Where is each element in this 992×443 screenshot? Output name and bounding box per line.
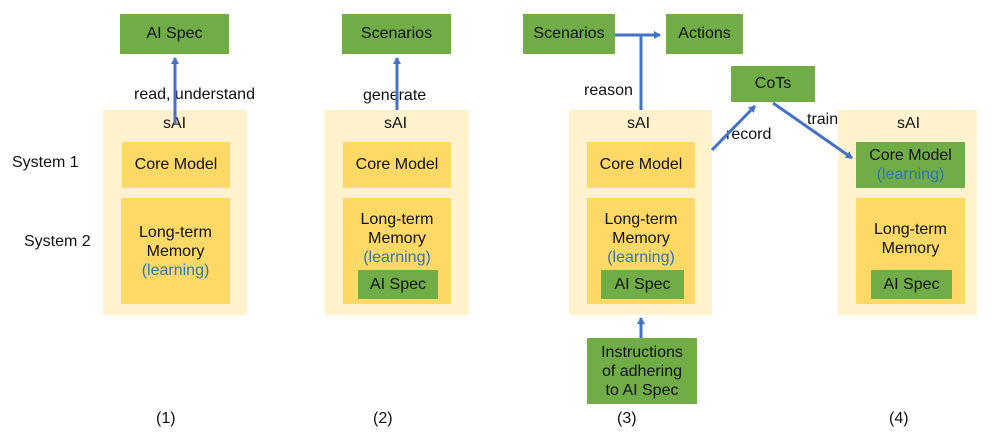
scenarios-label: Scenarios xyxy=(360,25,433,42)
ai-spec-box-4: AI Spec xyxy=(871,270,952,299)
actions-box: Actions xyxy=(666,14,743,54)
caption-2: (2) xyxy=(373,410,393,427)
ai-spec-box-3: AI Spec xyxy=(601,270,684,299)
ai-spec-label: AI Spec xyxy=(614,275,671,293)
instructions-line-2: of adhering xyxy=(601,362,683,380)
cots-label: CoTs xyxy=(754,75,792,92)
train-label: train xyxy=(807,111,839,128)
sai-title-1: sAI xyxy=(163,115,187,132)
system1-label: System 1 xyxy=(12,154,79,171)
long-term-label: Long-term xyxy=(874,221,947,238)
reason-label: reason xyxy=(584,82,633,99)
scenarios-box-2: Scenarios xyxy=(342,14,451,54)
core-model-label: Core Model xyxy=(599,156,683,173)
core-model-1: Core Model xyxy=(122,142,230,188)
ai-spec-box-1: AI Spec xyxy=(120,14,229,54)
core-model-2: Core Model xyxy=(343,142,451,188)
sai-title-4: sAI xyxy=(897,115,921,132)
system2-label: System 2 xyxy=(24,233,91,250)
core-model-label: Core Model xyxy=(355,156,439,173)
arrow-reason xyxy=(639,31,661,110)
read-understand-label: read, understand xyxy=(134,86,255,103)
instructions-line-1: Instructions xyxy=(601,343,683,361)
learning-label: (learning) xyxy=(607,249,675,266)
long-term-label: Long-term xyxy=(360,211,434,228)
caption-3: (3) xyxy=(617,410,637,427)
learning-label: (learning) xyxy=(876,166,945,183)
actions-label: Actions xyxy=(678,25,731,42)
core-model-3: Core Model xyxy=(587,142,695,188)
sai-title-3: sAI xyxy=(627,115,651,132)
long-term-label: Long-term xyxy=(604,211,678,228)
scenarios-label: Scenarios xyxy=(533,25,605,42)
core-model-label: Core Model xyxy=(134,156,218,173)
scenarios-box-3: Scenarios xyxy=(523,14,615,54)
generate-label: generate xyxy=(363,87,427,104)
caption-4: (4) xyxy=(889,410,909,427)
ai-spec-label: AI Spec xyxy=(883,275,940,293)
cots-box: CoTs xyxy=(731,66,815,102)
arrow-record xyxy=(710,104,757,152)
instructions-box: Instructions of adhering to AI Spec xyxy=(587,338,697,404)
memory-label: Memory xyxy=(368,230,426,247)
learning-label: (learning) xyxy=(141,261,210,279)
record-label: record xyxy=(726,126,772,143)
long-term-memory-1: Long-term Memory (learning) xyxy=(121,198,230,304)
memory-label: Memory xyxy=(146,242,205,260)
core-model-label: Core Model xyxy=(869,147,952,164)
sai-title-2: sAI xyxy=(384,115,408,132)
instructions-line-3: to AI Spec xyxy=(605,381,679,399)
learning-label: (learning) xyxy=(363,249,431,266)
arrow-train xyxy=(772,101,853,160)
ai-spec-label: AI Spec xyxy=(146,25,203,42)
memory-label: Memory xyxy=(612,230,670,247)
caption-1: (1) xyxy=(156,410,176,427)
long-term-label: Long-term xyxy=(139,223,212,241)
ai-spec-label: AI Spec xyxy=(369,275,427,293)
memory-label: Memory xyxy=(881,240,940,257)
ai-spec-box-2: AI Spec xyxy=(358,270,438,299)
core-model-4: Core Model (learning) xyxy=(856,142,965,188)
